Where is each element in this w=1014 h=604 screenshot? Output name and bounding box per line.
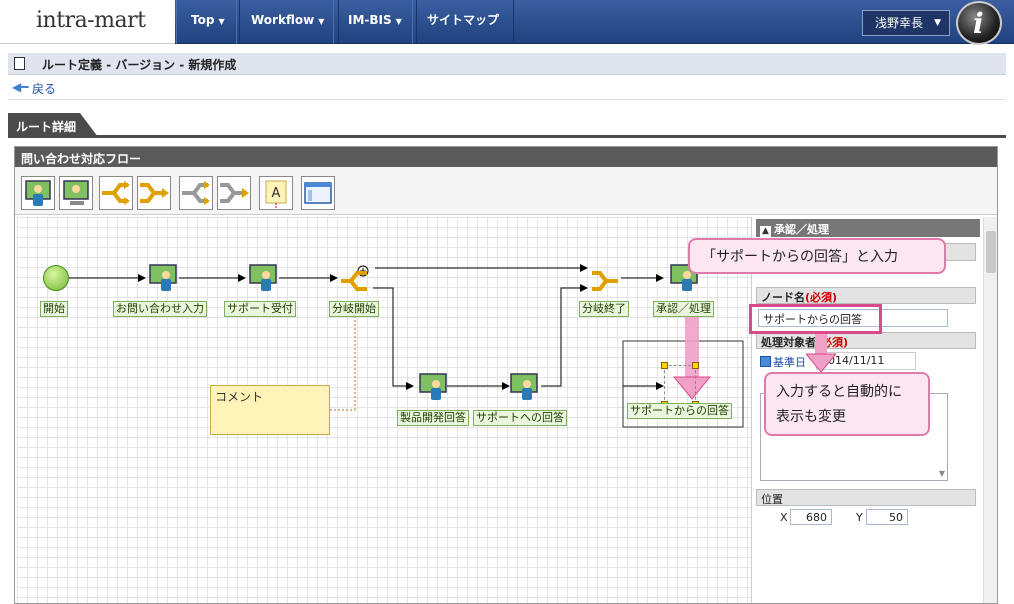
tool-comment-button[interactable]: A	[259, 176, 293, 210]
node-inquiry-input[interactable]: お問い合わせ入力	[113, 301, 207, 317]
split-icon	[182, 181, 210, 205]
tool-branch-start-button[interactable]	[99, 176, 133, 210]
branch-start-node-icon[interactable]	[339, 263, 369, 291]
tab-underline	[8, 135, 1006, 138]
brand-name: intra-mart	[36, 8, 146, 33]
selected-node-outline[interactable]	[661, 362, 699, 408]
flow-title: 問い合わせ対応フロー	[15, 147, 997, 167]
base-date-value[interactable]: 2014/11/11	[816, 352, 916, 370]
back-link-row: ◀━ 戻る	[8, 76, 1006, 100]
chevron-down-icon: ▼	[218, 17, 225, 26]
node-branch-start[interactable]: 分岐開始	[329, 301, 379, 317]
target-section: 処理対象者(必須)	[756, 332, 976, 349]
branch-end-icon	[140, 183, 169, 203]
page-title: ルート定義 - バージョン - 新規作成	[42, 58, 237, 72]
window-icon	[304, 182, 332, 204]
tab-route-detail[interactable]: ルート詳細	[8, 113, 98, 137]
collapse-icon: ▲	[760, 226, 771, 237]
props-scrollbar[interactable]	[983, 217, 997, 603]
approve-node-icon	[25, 180, 51, 206]
callout-auto-update: 入力すると自動的に 表示も変更	[764, 372, 930, 436]
page-title-bar: ルート定義 - バージョン - 新規作成	[8, 53, 1006, 75]
flow-canvas[interactable]: 開始 お問い合わせ入力 サポート受付 分岐開始 分岐終了 承認／処理 製品開発回…	[17, 217, 751, 603]
task-node-icon[interactable]	[248, 263, 278, 291]
pink-down-arrow	[806, 334, 836, 373]
node-branch-end[interactable]: 分岐終了	[579, 301, 629, 317]
node-support-accept[interactable]: サポート受付	[224, 301, 296, 317]
task-node-icon[interactable]	[669, 263, 699, 291]
y-input[interactable]: 50	[866, 509, 908, 525]
comment-note[interactable]: コメント	[210, 385, 330, 435]
nav-sitemap[interactable]: サイトマップ	[412, 0, 515, 44]
tool-merge-button[interactable]	[217, 176, 251, 210]
task-node-icon[interactable]	[418, 372, 448, 400]
node-name-input[interactable]: サポートからの回答	[758, 309, 948, 327]
props-header: ▲承認／処理	[756, 219, 980, 237]
branch-start-icon	[102, 181, 130, 205]
tool-split-button[interactable]	[179, 176, 213, 210]
tool-branch-end-button[interactable]	[137, 176, 171, 210]
calendar-icon	[760, 356, 771, 367]
nav-imbis[interactable]: IM-BIS▼	[333, 0, 417, 44]
selection-frame	[622, 340, 744, 428]
tool-system-node-button[interactable]	[59, 176, 93, 210]
merge-icon	[220, 183, 249, 203]
node-name-section: ノード名(必須)	[756, 287, 976, 304]
chevron-down-icon: ▼	[318, 17, 325, 26]
comment-tool-letter: A	[272, 186, 281, 201]
flow-connectors	[69, 264, 744, 428]
node-support-reply[interactable]: サポートからの回答	[627, 403, 732, 419]
comment-tool-icon: A	[265, 180, 287, 208]
nav-workflow[interactable]: Workflow▼	[236, 0, 340, 44]
system-node-icon	[63, 180, 89, 205]
brand-logo[interactable]: intra-mart	[0, 0, 175, 44]
base-date-row[interactable]: 基準日	[760, 354, 806, 370]
document-icon	[14, 57, 25, 70]
back-arrow-icon[interactable]: ◀━	[12, 80, 29, 94]
edge-support-branchend	[541, 284, 588, 387]
branch-end-node-icon[interactable]	[590, 263, 620, 291]
node-support-answer[interactable]: サポートへの回答	[473, 410, 567, 426]
scroll-down-icon: ▼	[938, 469, 945, 478]
start-node-icon[interactable]	[43, 265, 69, 291]
nav-top[interactable]: Top▼	[176, 0, 240, 44]
x-input[interactable]: 680	[790, 509, 832, 525]
top-navigation: intra-mart Top▼ Workflow▼ IM-BIS▼ サイトマップ…	[0, 0, 1014, 45]
callout-input-hint: 「サポートからの回答」と入力	[688, 238, 946, 274]
node-name-highlight	[749, 304, 882, 334]
node-approve[interactable]: 承認／処理	[653, 301, 714, 317]
flow-editor: 問い合わせ対応フロー	[14, 146, 998, 604]
flow-toolbar: A	[15, 167, 997, 215]
chevron-down-icon: ▼	[395, 17, 402, 26]
tool-window-button[interactable]	[301, 176, 335, 210]
pink-arrow-head	[672, 376, 712, 400]
back-link[interactable]: 戻る	[32, 82, 57, 96]
node-start[interactable]: 開始	[40, 301, 68, 317]
tool-approve-node-button[interactable]	[21, 176, 55, 210]
task-node-icon[interactable]	[509, 372, 539, 400]
intramart-ball-icon[interactable]: i	[956, 1, 1002, 45]
task-node-icon[interactable]	[148, 263, 178, 291]
chevron-down-icon: ▼	[934, 18, 941, 28]
pink-arrow-shaft	[685, 307, 699, 377]
x-label: X	[780, 511, 788, 524]
edge-branch-product	[373, 287, 414, 390]
user-menu-button[interactable]: 浅野幸長 ▼	[862, 10, 950, 36]
node-product-answer[interactable]: 製品開発回答	[397, 410, 469, 426]
y-label: Y	[856, 511, 863, 524]
position-section: 位置	[756, 489, 976, 506]
